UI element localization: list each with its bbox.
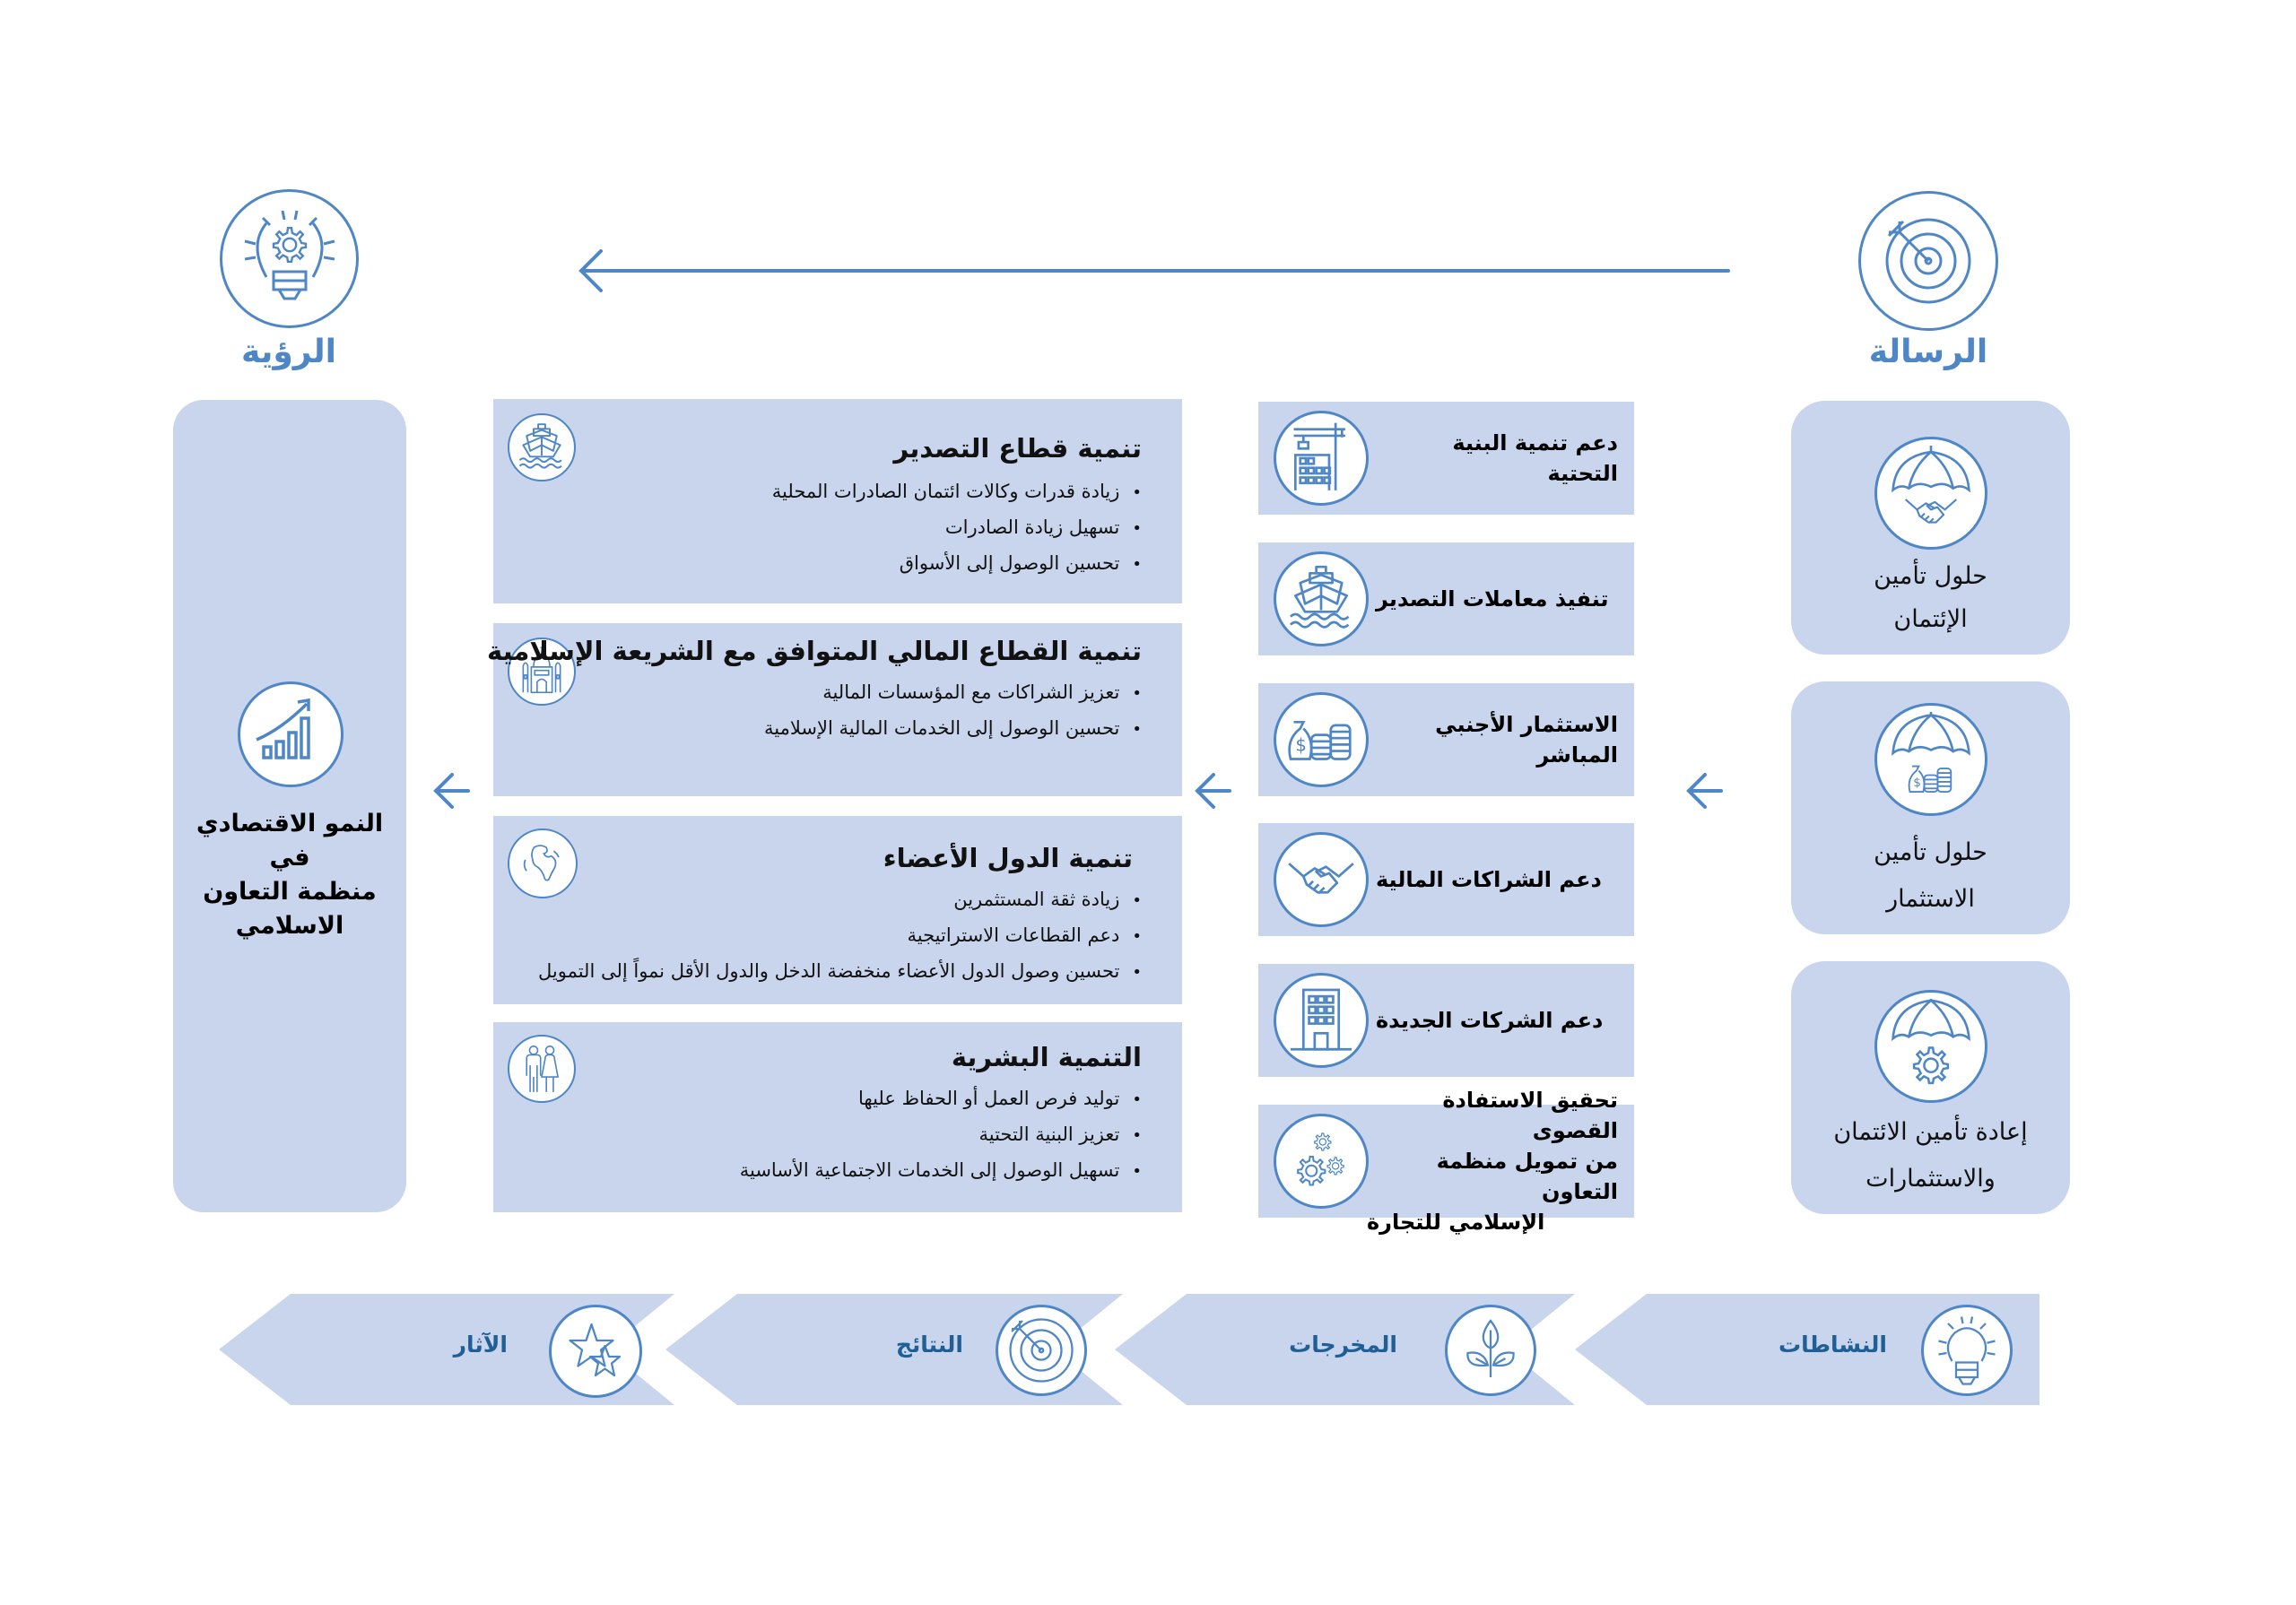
stage-label: المخرجات [1289,1332,1397,1358]
outcome-bullet: تعزيز الشراكات مع المؤسسات المالية [764,675,1142,711]
output-label-line: من تمويل منظمة التعاون [1436,1149,1618,1204]
activity-label-line2: الإئتمان [1893,605,1968,633]
output-label-line: الإسلامي للتجارة [1367,1210,1545,1235]
people-icon [508,1035,576,1103]
outcome-title: تنمية الدول الأعضاء [883,843,1133,873]
activity-credit-insurance: حلول تأمين الإئتمان [1791,401,2070,655]
office-building-icon [1274,973,1369,1068]
stars-icon [549,1305,642,1398]
outcome-bullet: تسهيل الوصول إلى الخدمات الاجتماعية الأس… [740,1153,1142,1189]
vision-statement: النمو الاقتصادي في منظمة التعاون الاسلام… [173,807,406,943]
output-infrastructure: دعم تنمية البنية التحتية [1258,402,1634,515]
stage-label: النتائج [895,1332,963,1358]
output-label: دعم تنمية البنية التحتية [1452,430,1618,486]
vision-heading: الرؤية [241,334,336,370]
umbrella-handshake-icon [1874,437,1987,550]
outcome-box-export-sector: تنمية قطاع التصدير زيادة قدرات وكالات ائ… [493,399,1182,603]
stage-label: الآثار [453,1332,508,1358]
ship-icon [1274,551,1369,646]
handshake-icon [1274,832,1369,927]
activity-investment-insurance: حلول تأمين الاستثمار [1791,681,2070,934]
output-financial-partnerships: دعم الشراكات المالية [1258,823,1634,936]
activity-reinsurance: إعادة تأمين الائتمان والاستثمارات [1791,961,2070,1214]
outcome-bullet: تحسين وصول الدول الأعضاء منخفضة الدخل وا… [538,954,1142,990]
growth-chart-icon [238,681,344,787]
umbrella-money-icon [1874,703,1987,816]
target-icon [996,1305,1087,1396]
outcome-bullet: زيادة ثقة المستثمرين [538,882,1142,918]
output-label: دعم الشراكات المالية [1376,867,1602,892]
activity-label-line2: والاستثمارات [1866,1165,1996,1193]
outputs-to-outcomes-arrow [1195,773,1231,809]
crane-building-icon [1274,411,1369,506]
activity-label-line1: إعادة تأمين الائتمان [1833,1118,2028,1146]
outcome-bullet: تحسين الوصول إلى الخدمات المالية الإسلام… [764,711,1142,747]
ship-icon [508,413,576,482]
stage-outputs: المخرجات [1115,1294,1575,1405]
output-label: دعم الشركات الجديدة [1376,1008,1604,1033]
outcome-box-islamic-finance: تنمية القطاع المالي المتوافق مع الشريعة … [487,623,1182,796]
mosque-icon [508,638,576,706]
mission-heading: الرسالة [1868,334,1988,370]
activities-to-outputs-arrow [1686,773,1723,809]
outcome-bullets: زيادة ثقة المستثمرين دعم القطاعات الاستر… [538,882,1142,990]
output-maximize-itfc: تحقيق الاستفادة القصوى من تمويل منظمة ال… [1258,1088,1634,1235]
outcome-title: تنمية القطاع المالي المتوافق مع الشريعة … [486,636,1142,666]
output-fdi: الاستثمار الأجنبي المباشر [1258,683,1634,796]
stage-activities: النشاطات [1575,1294,2039,1405]
vision-statement-line2: منظمة التعاون الاسلامي [203,878,377,940]
output-label: تنفيذ معاملات التصدير [1376,586,1609,612]
lightbulb-icon [1921,1305,2013,1396]
plant-icon [1445,1305,1536,1396]
output-label-line: تحقيق الاستفادة القصوى [1442,1088,1618,1143]
vision-statement-line1: النمو الاقتصادي في [196,810,384,872]
activity-label: حلول تأمين الاستثمار [1791,829,2070,923]
outcome-bullets: تعزيز الشراكات مع المؤسسات المالية تحسين… [764,675,1142,747]
outcome-bullets: زيادة قدرات وكالات ائتمان الصادرات المحل… [772,474,1142,582]
money-bag-coins-icon [1274,692,1369,787]
mission-to-vision-arrow [578,249,1730,292]
output-new-companies: دعم الشركات الجديدة [1258,964,1634,1077]
outcome-title: التنمية البشرية [951,1042,1142,1072]
mission-target-icon [1858,191,1998,331]
vision-box: النمو الاقتصادي في منظمة التعاون الاسلام… [173,400,406,1212]
activity-label-line1: حلول تأمين [1874,838,1987,866]
outcome-bullets: توليد فرص العمل أو الحفاظ عليها تعزيز ال… [740,1081,1142,1189]
stage-outcomes: النتائج [665,1294,1123,1405]
umbrella-gear-icon [1874,990,1987,1103]
stage-impacts: الآثار [219,1294,674,1405]
outcome-bullet: زيادة قدرات وكالات ائتمان الصادرات المحل… [772,474,1142,510]
output-label: الاستثمار الأجنبي المباشر [1435,712,1618,768]
outcome-box-human-development: التنمية البشرية توليد فرص العمل أو الحفا… [493,1022,1182,1212]
outcome-bullet: توليد فرص العمل أو الحفاظ عليها [740,1081,1142,1117]
stage-label: النشاطات [1778,1332,1887,1358]
activity-label: إعادة تأمين الائتمان والاستثمارات [1791,1109,2070,1202]
output-label: تحقيق الاستفادة القصوى من تمويل منظمة ال… [1367,1088,1618,1235]
outcome-bullet: تعزيز البنية التحتية [740,1117,1142,1153]
gears-icon [1274,1114,1369,1209]
outcome-bullet: تحسين الوصول إلى الأسواق [772,546,1142,582]
output-export-transactions: تنفيذ معاملات التصدير [1258,542,1634,655]
outcome-bullet: دعم القطاعات الاستراتيجية [538,918,1142,954]
outcome-title: تنمية قطاع التصدير [893,433,1142,464]
activity-label-line2: الاستثمار [1886,885,1975,913]
activity-label: حلول تأمين الإئتمان [1791,555,2070,641]
vision-lightbulb-icon [220,189,359,328]
outcome-bullet: تسهيل زيادة الصادرات [772,510,1142,546]
outcome-box-member-countries: تنمية الدول الأعضاء زيادة ثقة المستثمرين… [493,816,1182,1004]
outcomes-to-vision-arrow [433,773,470,809]
activity-label-line1: حلول تأمين [1874,562,1987,590]
